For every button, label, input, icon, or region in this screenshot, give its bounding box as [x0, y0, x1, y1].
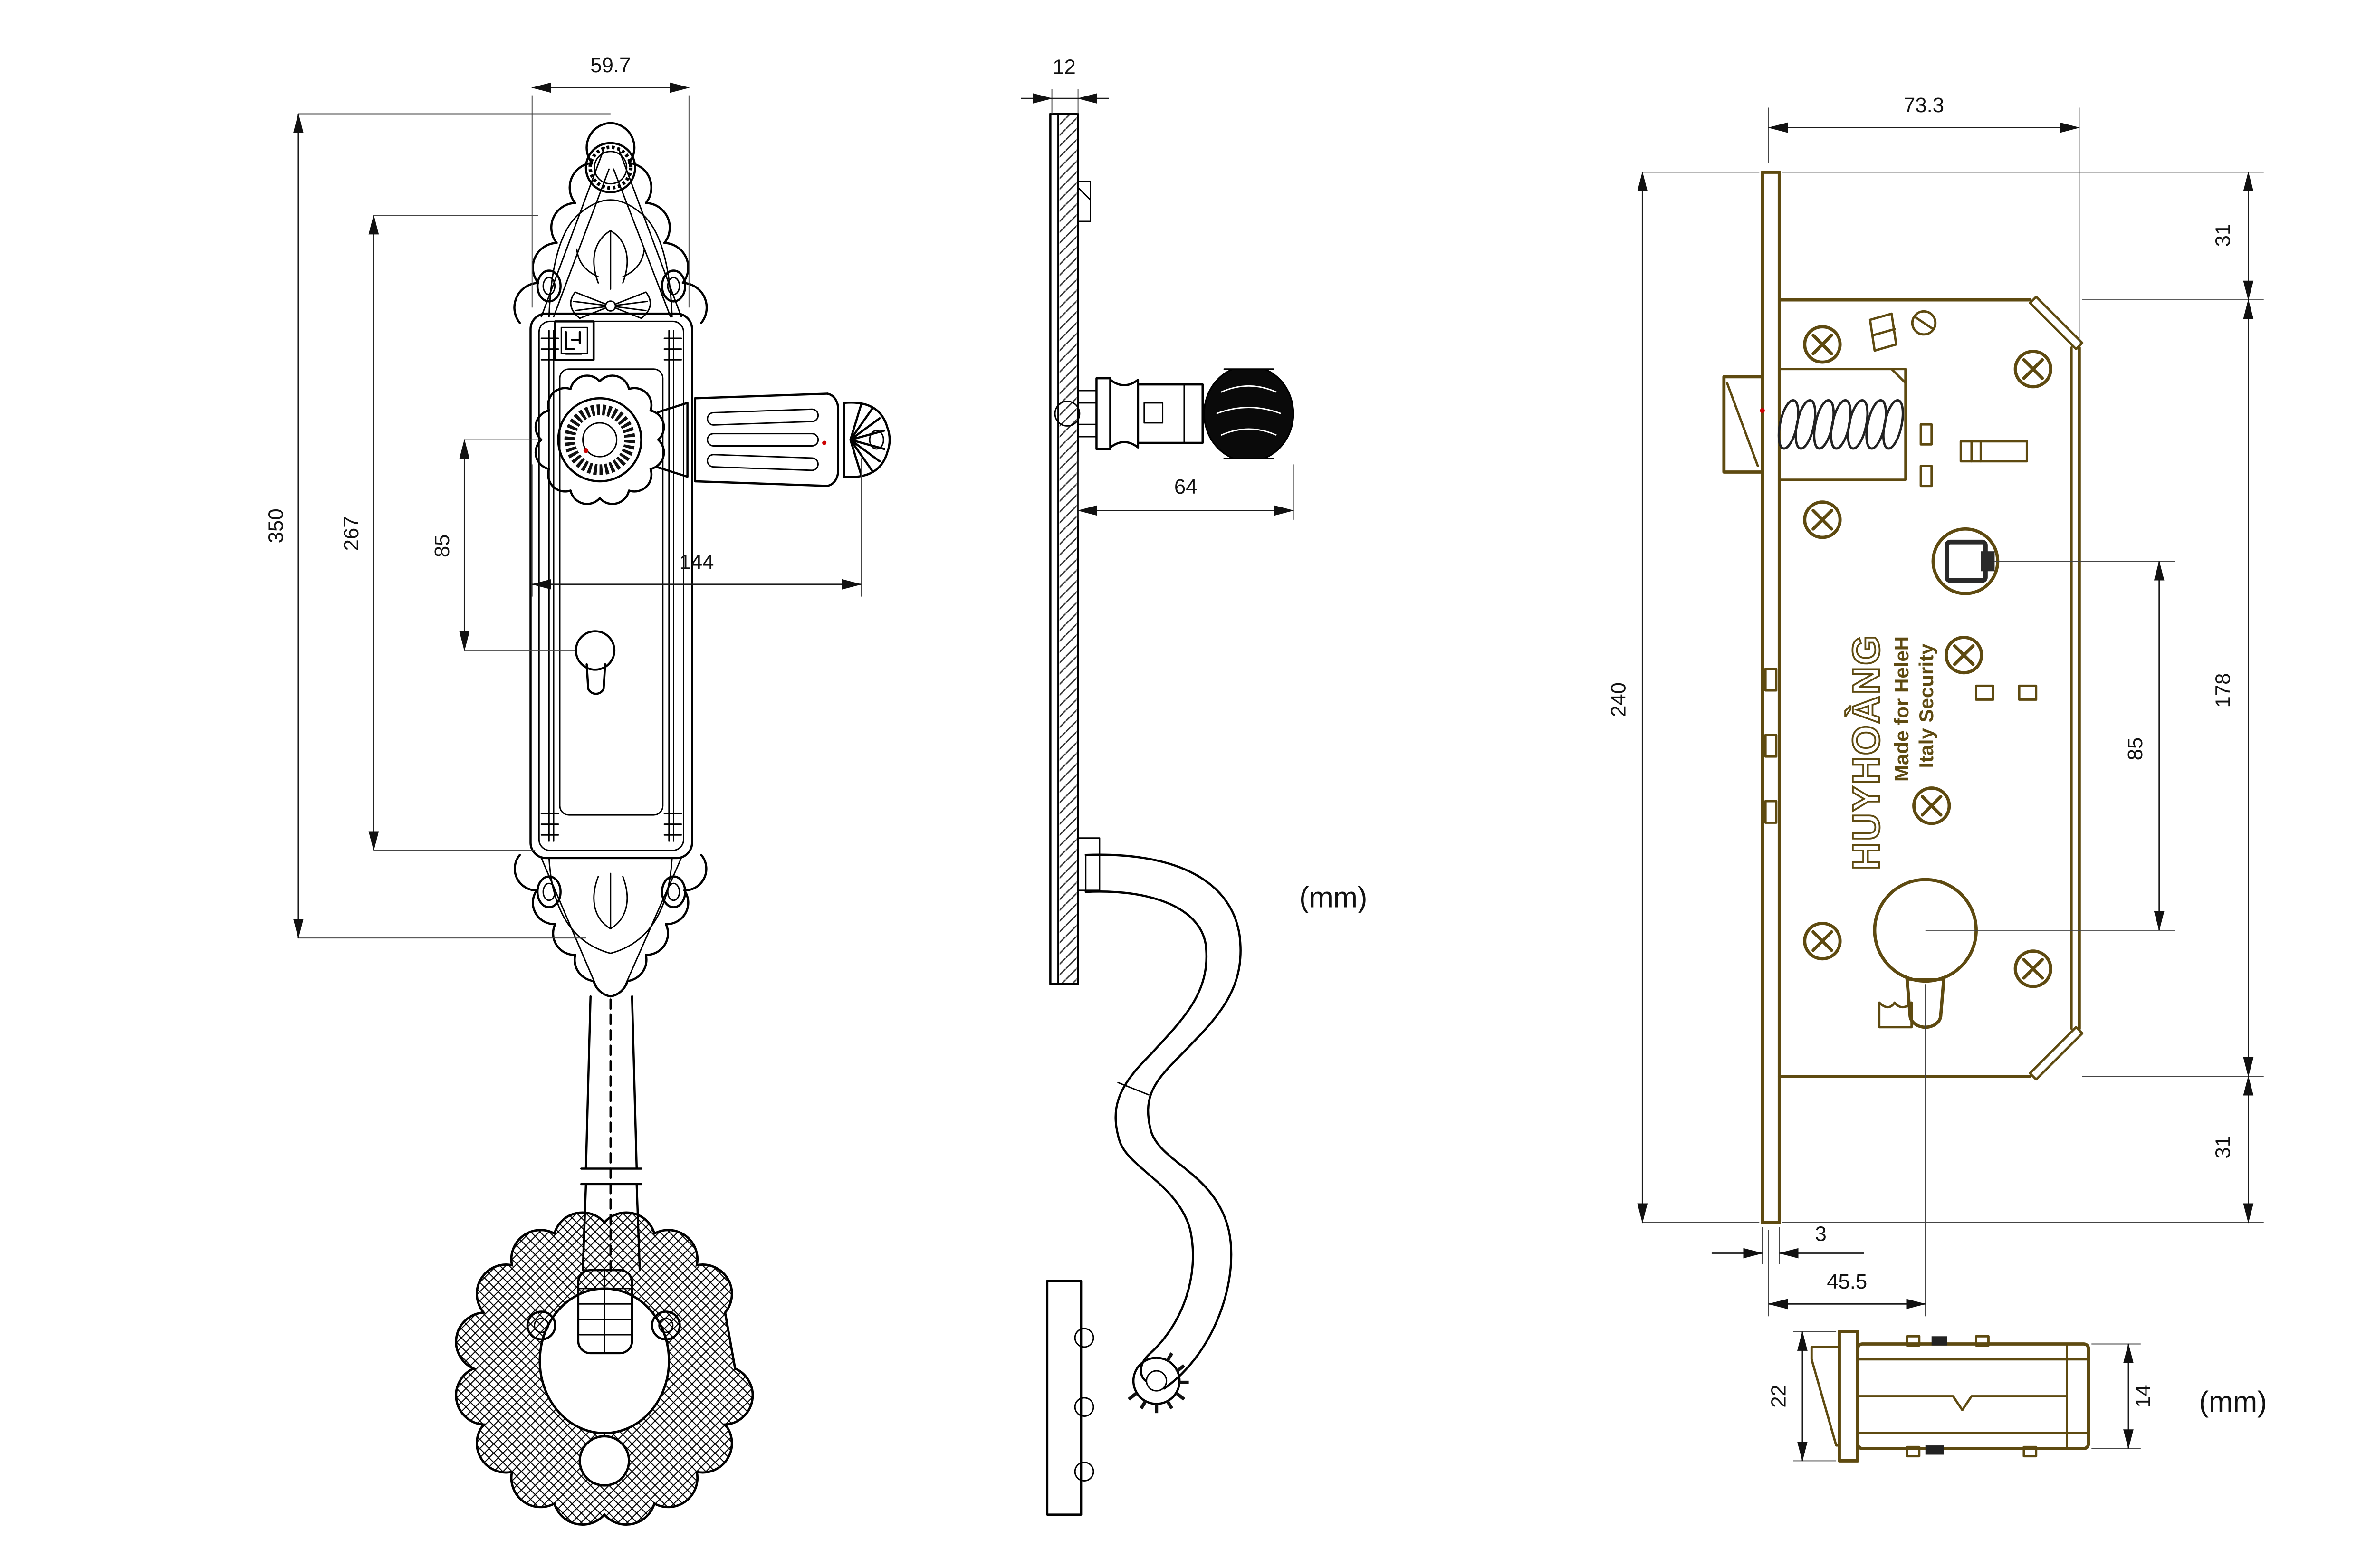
- wreath-side-strip: [1046, 1280, 1083, 1516]
- handle-rosette: [534, 374, 665, 505]
- dim-plate-thickness: 12: [1053, 55, 1076, 78]
- unit-note-bolt: (mm): [2199, 1386, 2267, 1418]
- lock-screws: [1803, 325, 2052, 988]
- brand-name: HUYHOÀNG: [1845, 634, 1888, 870]
- lock-body-view: HUYHOÀNG Made for HeleH Italy Security 7…: [1607, 94, 2264, 1317]
- dim-handle-centers: 85: [431, 535, 454, 558]
- palmette-ornament: [576, 229, 645, 290]
- dim-faceplate-height: 240: [1607, 682, 1630, 717]
- backplate: [529, 312, 693, 860]
- dim-lock-width: 73.3: [1904, 94, 1944, 117]
- internal-bracket: [1878, 1001, 1913, 1029]
- crown-top-ornament: [513, 122, 708, 324]
- dim-bolt-flange: 22: [1767, 1385, 1790, 1408]
- keyhole: [575, 630, 616, 695]
- bolt-dimensions: 22 14: [1767, 1330, 2155, 1462]
- dim-bolt-body: 14: [2131, 1385, 2155, 1408]
- dim-top-margin: 31: [2212, 224, 2235, 247]
- dim-body-height: 178: [2212, 673, 2235, 708]
- latch-bolt: [1722, 375, 1764, 474]
- grip-post: [580, 995, 642, 1274]
- crown-bottom-ornament: [513, 854, 708, 998]
- crown-ring: [584, 142, 636, 193]
- dim-lock-centers: 85: [2124, 737, 2147, 761]
- lever-finial: [843, 401, 891, 478]
- unit-note-side: (mm): [1299, 881, 1367, 914]
- spindle-knob-assembly: [1054, 360, 1294, 468]
- front-dimensions: 59.7 350 267 85 144: [264, 54, 862, 939]
- dim-plate-height: 267: [340, 516, 363, 551]
- lock-dimensions: 73.3 240 31 178 31 85 3 45.5: [1607, 94, 2264, 1317]
- lock-faceplate: [1761, 171, 1781, 1224]
- side-dimensions: 12 64: [1021, 55, 1294, 520]
- latch-spring: [1777, 399, 1904, 450]
- deadbolt-detail: 22 14 (mm): [1767, 1330, 2267, 1463]
- dim-knob-depth: 64: [1174, 475, 1198, 498]
- handle-side-view: 12 64 (mm): [1021, 55, 1368, 1516]
- center-mark-red: [583, 448, 589, 453]
- dim-bottom-margin: 31: [2212, 1136, 2235, 1159]
- dim-plate-width: 59.7: [590, 54, 631, 77]
- brand-origin: Italy Security: [1915, 643, 1937, 768]
- handle-front-view: 59.7 350 267 85 144: [264, 54, 891, 1526]
- spindle-follower: [1931, 527, 2000, 595]
- bow-ornament: [570, 291, 651, 319]
- brand-made-for: Made for HeleH: [1890, 636, 1913, 782]
- lever-handle: [657, 392, 891, 487]
- dim-backset: 45.5: [1827, 1270, 1867, 1293]
- pull-grip-side: [1046, 853, 1242, 1516]
- chamfer-bottom: [2029, 1026, 2084, 1081]
- logo-stamp: [554, 320, 595, 361]
- wreath-grip: [455, 1211, 754, 1526]
- crown-arch: [548, 199, 673, 318]
- dim-faceplate-thickness: 3: [1815, 1223, 1827, 1246]
- dim-lever-length: 144: [680, 550, 714, 574]
- dim-total-height: 350: [264, 508, 287, 543]
- chamfer-top: [2029, 296, 2084, 351]
